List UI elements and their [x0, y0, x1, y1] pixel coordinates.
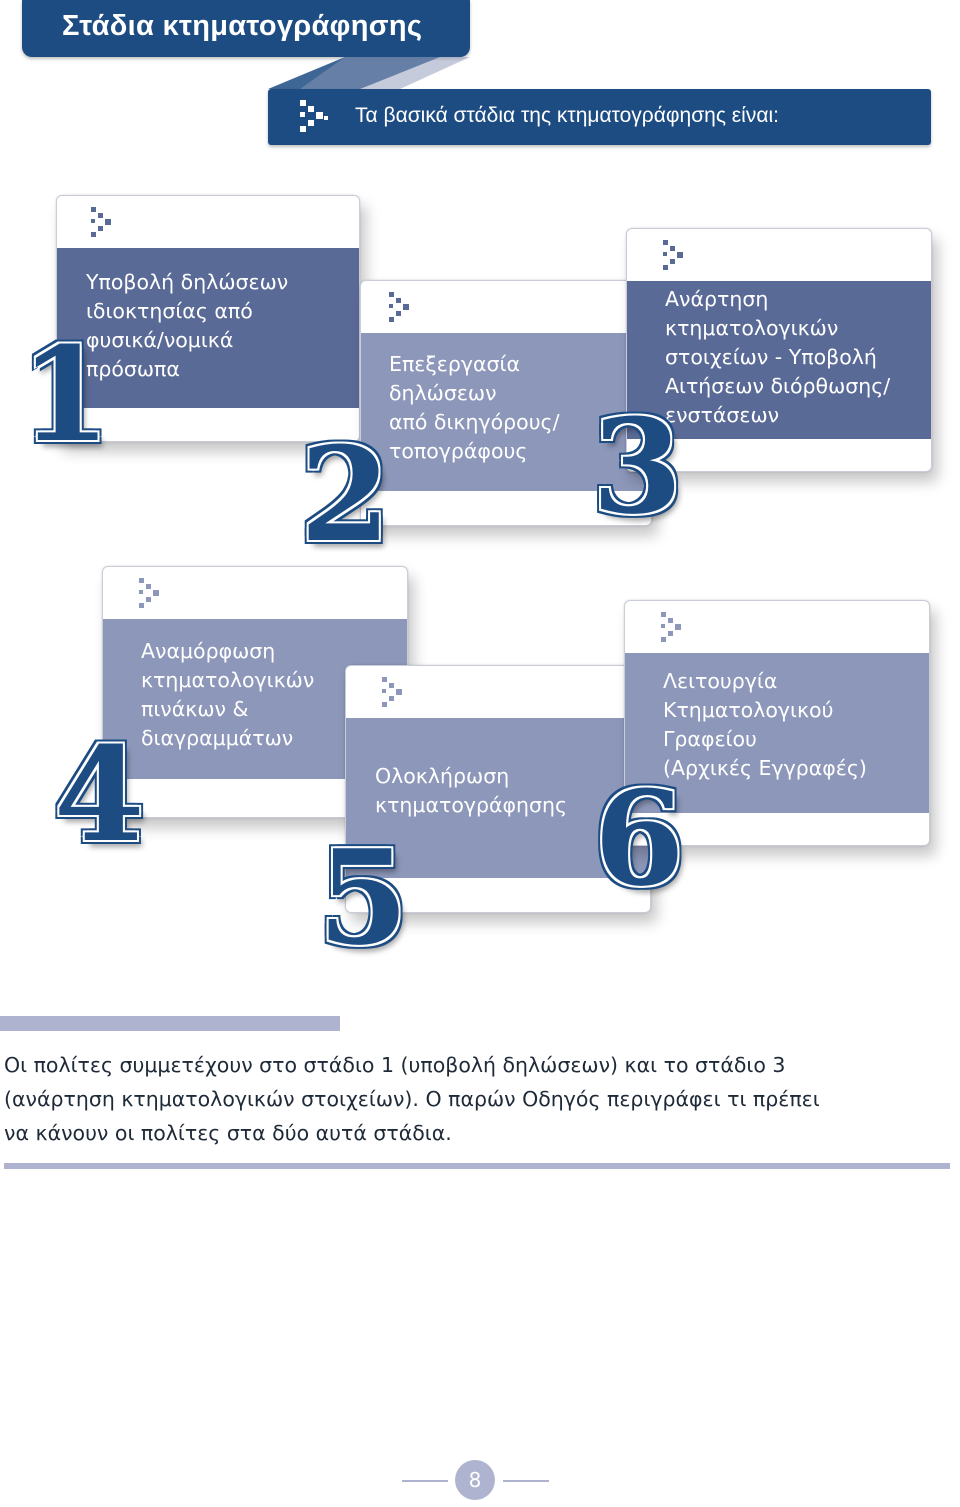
stage-number-3: 3	[592, 390, 683, 543]
stage-number-5: 5	[318, 821, 409, 974]
stage-text-1: Υποβολή δηλώσεων ιδιοκτησίας από φυσικά/…	[86, 270, 289, 381]
chevron-icon	[389, 292, 409, 322]
chevron-icon	[300, 100, 328, 132]
stage-card-3: Ανάρτηση κτηματολογικών στοιχείων - Υποβ…	[626, 228, 932, 472]
stage-text-3: Ανάρτηση κτηματολογικών στοιχείων - Υποβ…	[665, 287, 891, 427]
stage-card-1: Υποβολή δηλώσεων ιδιοκτησίας από φυσικά/…	[56, 195, 360, 442]
stage-text-5: Ολοκλήρωση κτηματογράφησης	[375, 764, 568, 817]
chevron-icon	[139, 578, 159, 608]
stage-text-4: Αναμόρφωση κτηματολογικών πινάκων & διαγ…	[141, 639, 315, 750]
stage-card-2: Επεξεργασία δηλώσεων από δικηγόρους/ τοπ…	[360, 280, 652, 526]
stage-number-4: 4	[54, 718, 145, 871]
stage-number-2: 2	[300, 418, 391, 571]
stage-text-2: Επεξεργασία δηλώσεων από δικηγόρους/ τοπ…	[389, 352, 560, 463]
chevron-icon	[91, 207, 111, 237]
subtitle-bar: Τα βασικά στάδια της κτηματογράφησης είν…	[268, 89, 931, 145]
stage-card-5: Ολοκλήρωση κτηματογράφησης	[345, 665, 651, 913]
page-title: Στάδια κτηματογράφησης	[62, 10, 423, 42]
subtitle-text: Τα βασικά στάδια της κτηματογράφησης είν…	[355, 104, 779, 127]
chevron-icon	[661, 612, 681, 642]
section-divider	[0, 1016, 340, 1031]
chevron-icon	[382, 677, 402, 707]
stage-text-6: Λειτουργία Κτηματολογικού Γραφείου (Αρχι…	[663, 669, 867, 780]
stage-number-1: 1	[20, 318, 111, 471]
section-divider	[4, 1163, 950, 1169]
stage-number-6: 6	[594, 762, 685, 915]
page-number-line	[503, 1480, 549, 1482]
title-banner: Στάδια κτηματογράφησης	[22, 0, 470, 57]
page-number: 8	[455, 1460, 495, 1500]
chevron-icon	[663, 240, 683, 270]
body-paragraph: Οι πολίτες συμμετέχουν στο στάδιο 1 (υπο…	[4, 1053, 820, 1145]
banner-connector	[268, 57, 470, 89]
page-number-line	[402, 1480, 448, 1482]
stage-card-6: Λειτουργία Κτηματολογικού Γραφείου (Αρχι…	[624, 600, 930, 846]
